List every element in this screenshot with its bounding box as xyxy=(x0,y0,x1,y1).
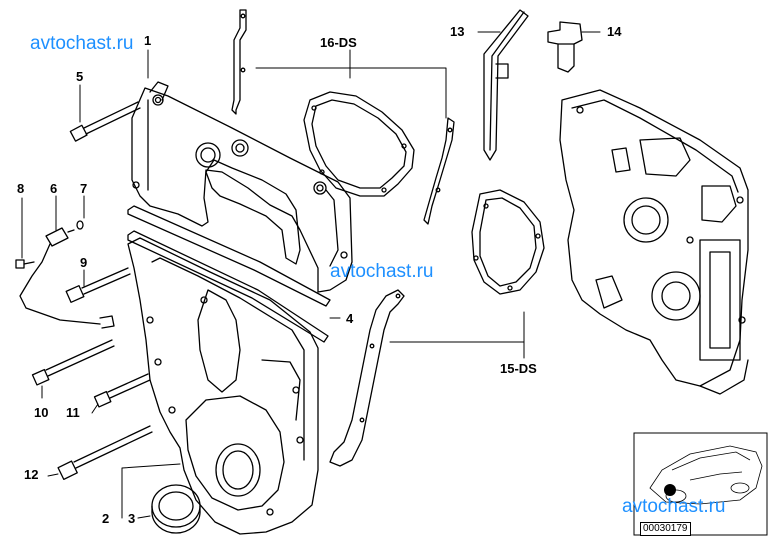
sensor-6 xyxy=(19,227,115,329)
leader-lines xyxy=(21,31,601,519)
bolt-9 xyxy=(65,267,131,303)
callout-4: 4 xyxy=(346,311,354,326)
gasket-strip-4 xyxy=(127,205,331,343)
callout-16-ds: 16-DS xyxy=(320,35,357,50)
pin-8 xyxy=(15,259,35,269)
bolt-11 xyxy=(93,373,151,408)
ring-7 xyxy=(76,220,84,230)
radial-seal-3 xyxy=(151,484,201,534)
callout-10: 10 xyxy=(34,405,49,420)
watermark-bottom-right: avtochast.ru xyxy=(622,496,726,517)
callout-12: 12 xyxy=(24,467,39,482)
callout-2: 2 xyxy=(102,511,110,526)
seal-13 xyxy=(483,9,529,161)
callout-1: 1 xyxy=(144,33,152,48)
watermark-top-left: avtochast.ru xyxy=(30,33,134,54)
callout-5: 5 xyxy=(76,69,84,84)
callout-8: 8 xyxy=(17,181,25,196)
callout-7: 7 xyxy=(80,181,88,196)
bracket-14 xyxy=(547,21,583,73)
gasket-15 xyxy=(329,189,545,467)
vehicle-inset xyxy=(633,432,768,536)
upper-timing-cover xyxy=(131,81,353,293)
callout-13: 13 xyxy=(450,24,465,39)
watermark-center: avtochast.ru xyxy=(330,261,434,282)
lower-timing-cover xyxy=(127,237,319,535)
callout-15-ds: 15-DS xyxy=(500,361,537,376)
gasket-16 xyxy=(231,9,455,225)
bolt-10 xyxy=(31,339,115,386)
bolt-12 xyxy=(57,425,153,481)
bolt-5 xyxy=(69,101,141,142)
callout-14: 14 xyxy=(607,24,622,39)
callout-11: 11 xyxy=(66,405,80,420)
callout-9: 9 xyxy=(80,255,88,270)
callout-6: 6 xyxy=(50,181,58,196)
diagram-code: 00030179 xyxy=(640,522,691,536)
callout-3: 3 xyxy=(128,511,136,526)
engine-block xyxy=(559,89,749,395)
